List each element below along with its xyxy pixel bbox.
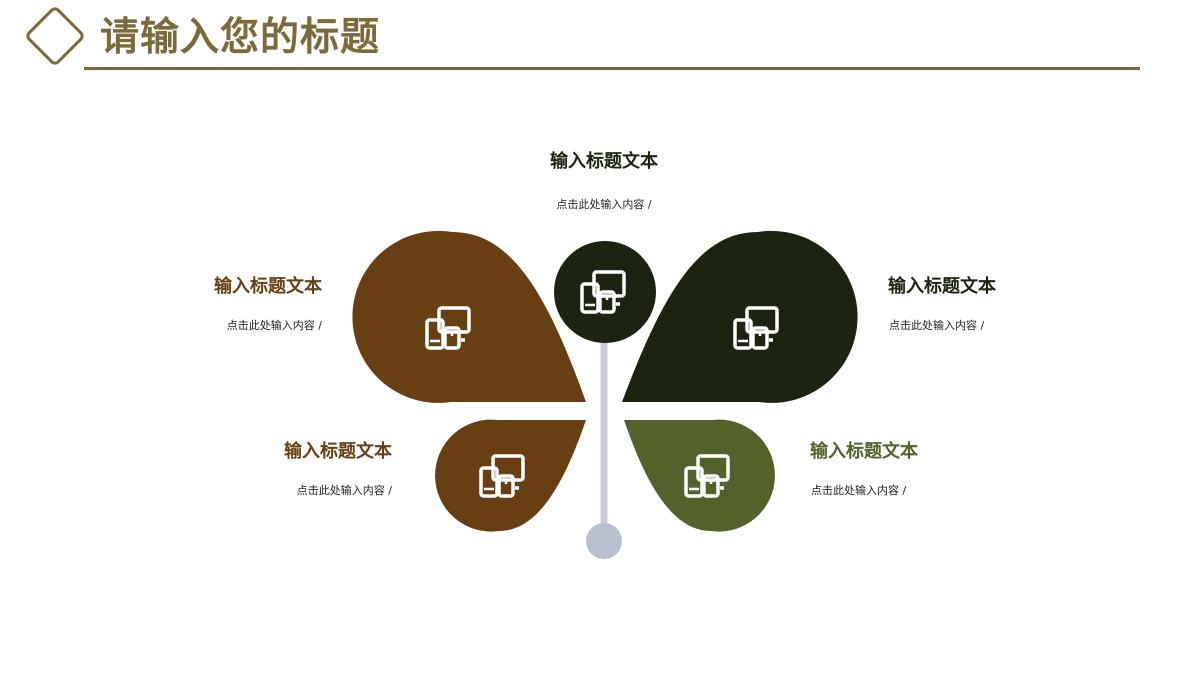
page-title: 请输入您的标题	[100, 15, 381, 60]
item-title-lower-left: 输入标题文本	[284, 441, 392, 462]
item-title-lower-right: 输入标题文本	[810, 441, 918, 462]
item-title-top: 输入标题文本	[550, 151, 658, 172]
item-desc-lower-right: 点击此处输入内容 /	[811, 484, 907, 497]
wing-upper-right	[622, 230, 858, 403]
stem-ball	[586, 523, 622, 559]
item-desc-top: 点击此处输入内容 /	[556, 198, 652, 211]
item-title-upper-right: 输入标题文本	[888, 276, 996, 297]
item-desc-lower-left: 点击此处输入内容 /	[296, 484, 392, 497]
item-title-upper-left: 输入标题文本	[214, 276, 322, 297]
item-desc-upper-left: 点击此处输入内容 /	[226, 319, 322, 332]
item-desc-upper-right: 点击此处输入内容 /	[889, 319, 985, 332]
header-rule	[84, 67, 1140, 70]
